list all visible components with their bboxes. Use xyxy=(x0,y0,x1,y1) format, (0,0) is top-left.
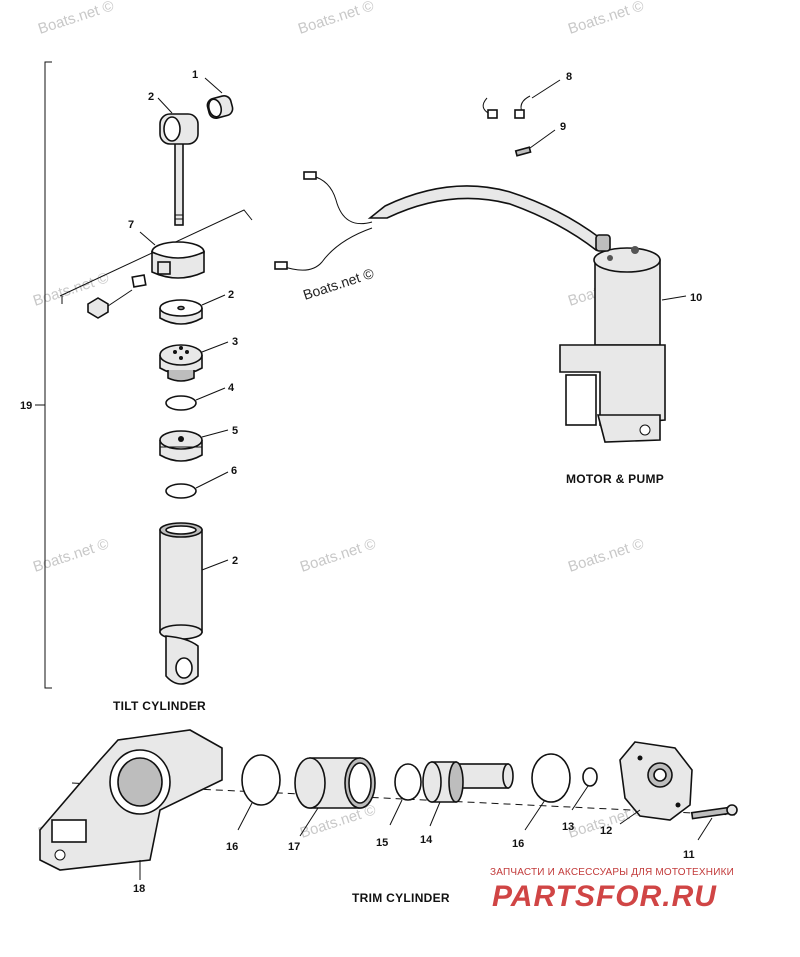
callout-8: 8 xyxy=(566,71,572,83)
caption-trim-cylinder: TRIM CYLINDER xyxy=(352,891,450,905)
part-13-ring xyxy=(571,767,598,811)
brand-subtitle: ЗАПЧАСТИ И АКСЕССУАРЫ ДЛЯ МОТОТЕХНИКИ xyxy=(490,867,734,878)
callout-9: 9 xyxy=(560,121,566,133)
part-3-valve xyxy=(159,341,229,382)
brand-name: PARTSFOR.RU xyxy=(492,880,717,913)
clamp-guide xyxy=(59,209,253,297)
callout-5: 5 xyxy=(232,425,238,437)
part-8-clips xyxy=(482,79,561,119)
callout-6: 6 xyxy=(231,465,237,477)
part-14-piston xyxy=(422,761,514,827)
motor-cable xyxy=(367,185,601,252)
callout-19: 19 xyxy=(20,400,32,412)
part-16-o-ring-left xyxy=(237,754,281,831)
watermark-motor: Boats.net © xyxy=(301,265,376,303)
part-2-rod-eye xyxy=(157,97,199,226)
part-5-piston xyxy=(159,429,229,462)
callout-16-left: 16 xyxy=(226,841,238,853)
part-7-clamp xyxy=(87,231,205,319)
part-10-motor-pump xyxy=(559,234,687,443)
callout-3: 3 xyxy=(232,336,238,348)
watermark-6: Boats.net © xyxy=(31,535,111,575)
part-6-o-ring xyxy=(165,471,229,499)
part-15-seal xyxy=(389,763,422,826)
callout-11: 11 xyxy=(683,849,695,861)
watermark-3: Boats.net © xyxy=(566,0,646,38)
callout-10: 10 xyxy=(690,292,702,304)
callout-7: 7 xyxy=(128,219,134,231)
caption-tilt-cylinder: TILT CYLINDER xyxy=(113,699,206,713)
callout-15: 15 xyxy=(376,837,388,849)
part-1-bushing xyxy=(204,77,234,119)
watermark-1: Boats.net © xyxy=(36,0,116,38)
motor-wires xyxy=(274,171,373,271)
callout-18: 18 xyxy=(133,883,145,895)
callout-14: 14 xyxy=(420,834,433,846)
part-16-o-ring-right xyxy=(524,753,571,831)
callout-17: 17 xyxy=(288,841,300,853)
part-9-screw xyxy=(514,129,556,157)
caption-motor-pump: MOTOR & PUMP xyxy=(566,472,664,486)
callout-13: 13 xyxy=(562,821,574,833)
callout-2-top: 2 xyxy=(148,91,154,103)
part-18-bracket xyxy=(39,729,223,880)
watermark-8: Boats.net © xyxy=(566,535,646,575)
callout-4: 4 xyxy=(228,382,235,394)
part-4-o-ring xyxy=(165,387,226,411)
part-2-tilt-body xyxy=(159,522,229,685)
bracket-19 xyxy=(44,61,52,689)
part-17-sleeve xyxy=(294,757,376,837)
part-12-end-cap xyxy=(619,741,693,825)
part-11-bolt xyxy=(690,804,738,841)
part-2-cap xyxy=(159,294,226,325)
callout-12: 12 xyxy=(600,825,612,837)
watermark-7: Boats.net © xyxy=(298,535,378,575)
callout-2-cap: 2 xyxy=(228,289,234,301)
watermark-2: Boats.net © xyxy=(296,0,376,38)
callout-2-body: 2 xyxy=(232,555,238,567)
callout-1: 1 xyxy=(192,69,198,81)
callout-16-right: 16 xyxy=(512,838,524,850)
